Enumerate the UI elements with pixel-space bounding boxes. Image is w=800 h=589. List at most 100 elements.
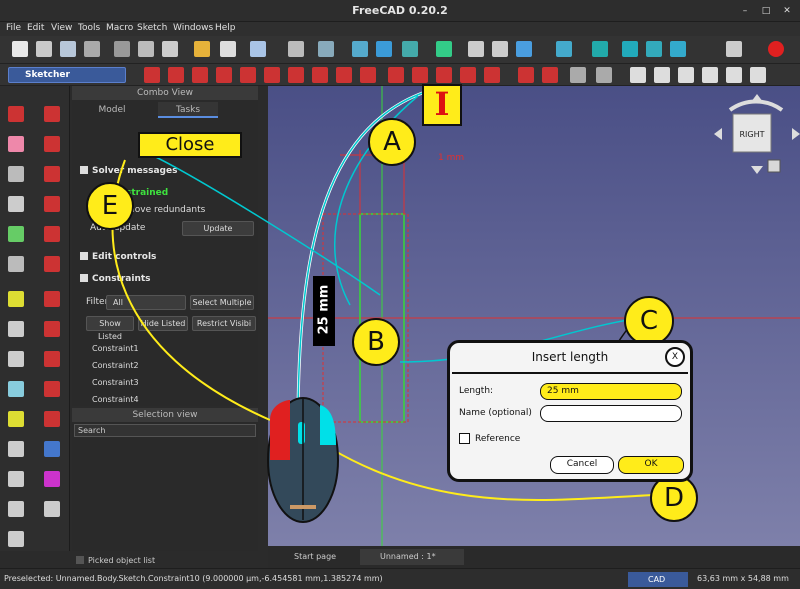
mirror-icon[interactable] (726, 67, 742, 83)
picked-object-list-checkbox[interactable]: Picked object list (76, 556, 155, 565)
menu-sketch[interactable]: Sketch (137, 23, 168, 33)
point-icon[interactable] (8, 106, 24, 122)
fit-all-icon[interactable] (352, 41, 368, 57)
circle-3point-icon[interactable] (44, 166, 60, 182)
constrain-symmetric-icon[interactable] (336, 67, 352, 83)
constrain-equal-icon[interactable] (312, 67, 328, 83)
polygon-icon[interactable] (44, 226, 60, 242)
arc-icon[interactable] (8, 136, 24, 152)
reference-checkbox[interactable] (459, 433, 470, 444)
bspline-icon[interactable] (44, 196, 60, 212)
constrain-tangent-icon[interactable] (288, 67, 304, 83)
back-icon[interactable] (468, 41, 484, 57)
save-icon[interactable] (60, 41, 76, 57)
constrain-point-on-object-icon[interactable] (168, 67, 184, 83)
open-file-icon[interactable] (36, 41, 52, 57)
minimize-button[interactable]: – (742, 6, 748, 16)
part-icon[interactable] (592, 41, 608, 57)
grid-icon[interactable] (8, 501, 24, 517)
tab-unnamed-document[interactable]: Unnamed : 1* (360, 549, 464, 565)
menu-file[interactable]: File (6, 23, 22, 33)
record-macro-icon[interactable] (768, 41, 784, 57)
whats-this-icon[interactable] (318, 41, 334, 57)
symmetric-icon[interactable] (750, 67, 766, 83)
constraint-row-2[interactable]: Constraint2 (92, 361, 139, 370)
paste-icon[interactable] (162, 41, 178, 57)
constrain-radius-icon[interactable] (484, 67, 500, 83)
solver-messages-section[interactable]: Solver messages (80, 166, 177, 176)
dialog-close-button[interactable]: X (665, 347, 685, 367)
print-icon[interactable] (84, 41, 100, 57)
macro-icon[interactable] (726, 41, 742, 57)
navcube-face[interactable] (732, 113, 772, 153)
copy-icon[interactable] (138, 41, 154, 57)
select-elements-icon[interactable] (8, 441, 24, 457)
constraint-row-4[interactable]: Constraint4 (92, 395, 139, 404)
constrain-vertical-distance-icon[interactable] (436, 67, 452, 83)
menu-tools[interactable]: Tools (78, 23, 101, 33)
undo-icon[interactable] (194, 41, 210, 57)
clone-geometry-icon[interactable] (654, 67, 670, 83)
line-icon[interactable] (44, 106, 60, 122)
menu-view[interactable]: View (51, 23, 73, 33)
constrain-snell-icon[interactable] (542, 67, 558, 83)
array-icon[interactable] (702, 67, 718, 83)
toggle-driving-icon[interactable] (596, 67, 612, 83)
constrain-vertical-icon[interactable] (192, 67, 208, 83)
tab-model[interactable]: Model (98, 105, 126, 115)
navigation-cube[interactable]: RIGHT (714, 94, 800, 174)
sketch-rectangle[interactable] (359, 213, 405, 423)
cut-icon[interactable] (114, 41, 130, 57)
move-geometry-icon[interactable] (678, 67, 694, 83)
constrain-horizontal-icon[interactable] (216, 67, 232, 83)
redo-icon[interactable] (220, 41, 236, 57)
constrain-perpendicular-icon[interactable] (264, 67, 280, 83)
navigation-icon[interactable] (516, 41, 532, 57)
constrain-coincident-icon[interactable] (144, 67, 160, 83)
navcube-menu-icon[interactable] (767, 159, 781, 173)
bounding-box-icon[interactable] (436, 41, 452, 57)
selection-search-input[interactable]: Search (74, 424, 256, 437)
constrain-parallel-icon[interactable] (240, 67, 256, 83)
constraint-row-3[interactable]: Constraint3 (92, 378, 139, 387)
slot-icon[interactable] (8, 256, 24, 272)
select-origin-icon[interactable] (44, 381, 60, 397)
constrain-lock-icon[interactable] (388, 67, 404, 83)
rectangle-icon[interactable] (8, 226, 24, 242)
body-icon[interactable] (622, 41, 638, 57)
close-window-button[interactable]: ✕ (783, 6, 791, 16)
cancel-button[interactable]: Cancel (550, 456, 614, 474)
constraint-row-1[interactable]: Constraint1 (92, 344, 139, 353)
navcube-down-arrow[interactable] (751, 166, 763, 174)
menu-edit[interactable]: Edit (27, 23, 45, 33)
group-icon[interactable] (646, 41, 662, 57)
refresh-icon[interactable] (288, 41, 304, 57)
navcube-left-arrow[interactable] (714, 128, 722, 140)
split-icon[interactable] (8, 321, 24, 337)
external-geometry-icon[interactable] (44, 321, 60, 337)
rendering-order-icon[interactable] (8, 531, 24, 547)
menu-macro[interactable]: Macro (106, 23, 134, 33)
construction-mode-icon[interactable] (44, 351, 60, 367)
carbon-copy-icon[interactable] (8, 351, 24, 367)
navigation-style-button[interactable]: CAD (628, 572, 688, 587)
tab-start-page[interactable]: Start page (294, 552, 337, 561)
edit-controls-section[interactable]: Edit controls (80, 252, 156, 262)
filter-select[interactable]: All (106, 295, 186, 310)
tab-tasks[interactable]: Tasks (158, 102, 218, 118)
restore-icon[interactable] (8, 471, 24, 487)
polyline-icon[interactable] (44, 136, 60, 152)
select-conflicting-icon[interactable] (44, 411, 60, 427)
show-listed-button[interactable]: Show Listed (86, 316, 134, 341)
navcube-right-arrow[interactable] (792, 128, 800, 140)
menu-windows[interactable]: Windows (173, 23, 214, 33)
select-constraints-icon[interactable] (8, 381, 24, 397)
constrain-horizontal-distance-icon[interactable] (412, 67, 428, 83)
maximize-button[interactable]: □ (761, 6, 771, 16)
circle-icon[interactable] (8, 166, 24, 182)
workbench-selector[interactable]: Sketcher (8, 67, 126, 83)
name-input[interactable] (540, 405, 682, 422)
constrain-block-icon[interactable] (360, 67, 376, 83)
extend-icon[interactable] (44, 291, 60, 307)
snap-icon[interactable] (44, 501, 60, 517)
